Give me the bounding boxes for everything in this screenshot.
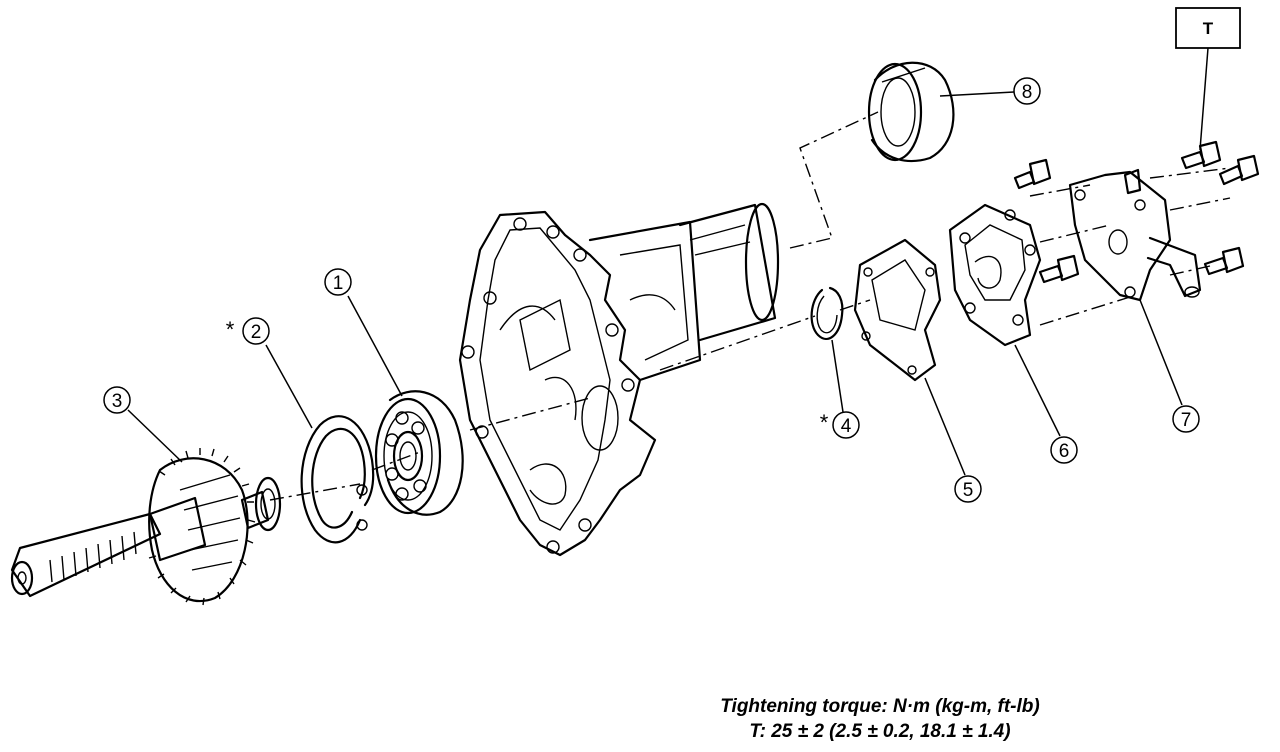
callout-4: 4 * (820, 339, 860, 439)
bolts (1013, 140, 1260, 284)
callout-6: 6 (1014, 344, 1078, 464)
ball-bearing (374, 390, 464, 516)
torque-box: T (1175, 7, 1241, 151)
bolt-1 (1013, 158, 1052, 190)
callout-2: 2 * (226, 317, 313, 429)
bolt-3 (1218, 154, 1260, 186)
torque-box-label: T (1203, 19, 1214, 38)
callout-8: 8 (939, 77, 1041, 105)
svg-text:7: 7 (1181, 410, 1192, 431)
callout-3: 3 (103, 386, 183, 463)
oil-seal (867, 61, 955, 162)
svg-text:8: 8 (1022, 82, 1033, 103)
transmission-housing (458, 202, 780, 557)
shift-bracket (1068, 168, 1202, 302)
svg-text:3: 3 (112, 391, 123, 412)
cover-plate (948, 203, 1042, 347)
svg-text:5: 5 (963, 480, 974, 501)
svg-text:1: 1 (333, 273, 344, 294)
callout-5: 5 (924, 377, 982, 503)
callout-1: 1 (324, 268, 403, 397)
svg-text:6: 6 (1059, 441, 1070, 462)
small-snap-ring (810, 286, 844, 340)
svg-text:4: 4 (841, 416, 852, 437)
bolt-2 (1180, 140, 1222, 170)
callout-7: 7 (1139, 299, 1200, 433)
bolt-4 (1038, 254, 1080, 284)
callout-4-star: * (820, 410, 829, 435)
bolt-5 (1203, 246, 1245, 276)
svg-text:2: 2 (251, 322, 262, 343)
main-shaft-gear (10, 448, 282, 606)
assembly-centerlines (269, 111, 1231, 501)
torque-caption-heading: Tightening torque: N·m (kg-m, ft-lb) (720, 696, 1040, 717)
callout-2-star: * (226, 317, 235, 342)
snap-ring (300, 415, 375, 544)
torque-caption-value: T: 25 ± 2 (2.5 ± 0.2, 18.1 ± 1.4) (749, 721, 1011, 742)
gasket (853, 238, 942, 382)
